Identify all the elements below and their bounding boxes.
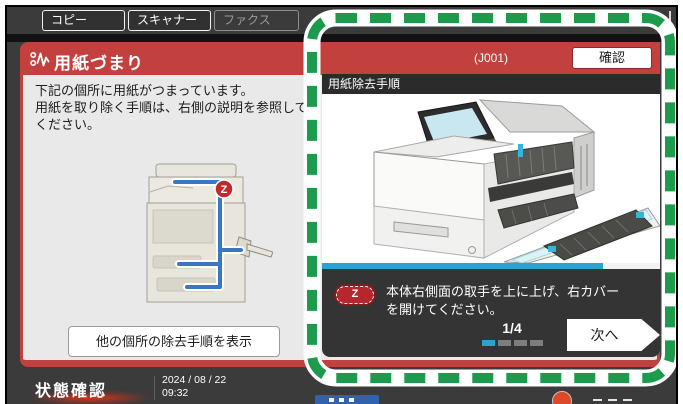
instruction-line1: 本体右側面の取手を上に上げ、右カバー bbox=[386, 284, 620, 299]
status-bar-divider bbox=[154, 376, 155, 400]
system-status-bar: 状態確認 2024 / 08 / 22 09:32 bbox=[7, 369, 676, 404]
instruction-line2: を開けてください。 bbox=[386, 302, 503, 317]
next-button[interactable]: 次へ bbox=[567, 319, 660, 351]
paper-jam-icon bbox=[30, 51, 50, 67]
step-marker-badge: Z bbox=[336, 286, 374, 304]
date-text: 2024 / 08 / 22 bbox=[162, 374, 227, 386]
status-alert-glow bbox=[15, 393, 165, 404]
jam-marker-badge bbox=[214, 179, 234, 199]
printer-touch-screen: コピー スキャナー ファクス 用紙づまり 下記の個所に用紙がつまっています。 用… bbox=[5, 5, 678, 404]
removal-procedure-panel: (J001) 確認 用紙除去手順 bbox=[322, 34, 660, 357]
procedure-section-title: 用紙除去手順 bbox=[322, 74, 660, 94]
jam-description-line3: ください。 bbox=[35, 117, 101, 132]
jam-description-line2: 用紙を取り除く手順は、右側の説明を参照して bbox=[35, 100, 308, 115]
cropped-right-element bbox=[669, 11, 671, 31]
cropped-label-fragment bbox=[593, 399, 602, 401]
jam-location-diagram: Z bbox=[146, 163, 273, 303]
function-tab-bar: コピー スキャナー ファクス bbox=[7, 7, 676, 34]
jam-description: 下記の個所に用紙がつまっています。 用紙を取り除く手順は、右側の説明を参照して … bbox=[35, 82, 308, 133]
status-check-button[interactable]: 状態確認 bbox=[35, 383, 108, 400]
page-dot bbox=[498, 340, 511, 346]
datetime-display: 2024 / 08 / 22 09:32 bbox=[162, 374, 226, 400]
keyboard-key-icon[interactable] bbox=[315, 395, 379, 404]
procedure-panel-header: (J001) 確認 bbox=[322, 42, 660, 74]
tab-fax: ファクス bbox=[214, 10, 299, 31]
other-locations-button[interactable]: 他の個所の除去手順を表示 bbox=[68, 326, 280, 357]
page-title: 用紙づまり bbox=[54, 54, 144, 73]
tab-copy[interactable]: コピー bbox=[42, 10, 125, 31]
cropped-label-fragment bbox=[623, 399, 632, 401]
jam-marker-label: Z bbox=[221, 184, 228, 196]
page-dot bbox=[514, 340, 527, 346]
panel-top-strip bbox=[322, 34, 660, 42]
page-indicator: 1/4 bbox=[502, 320, 522, 336]
cropped-label-fragment bbox=[608, 399, 617, 401]
time-text: 09:32 bbox=[162, 387, 189, 399]
stop-icon[interactable] bbox=[552, 391, 572, 404]
page-dot bbox=[530, 340, 543, 346]
tab-scanner[interactable]: スキャナー bbox=[128, 10, 211, 31]
page-dots bbox=[482, 340, 543, 346]
page-dot-active bbox=[482, 340, 495, 346]
confirm-button[interactable]: 確認 bbox=[572, 47, 652, 69]
jam-description-line1: 下記の個所に用紙がつまっています。 bbox=[35, 83, 254, 98]
procedure-step-illustration bbox=[322, 94, 660, 263]
